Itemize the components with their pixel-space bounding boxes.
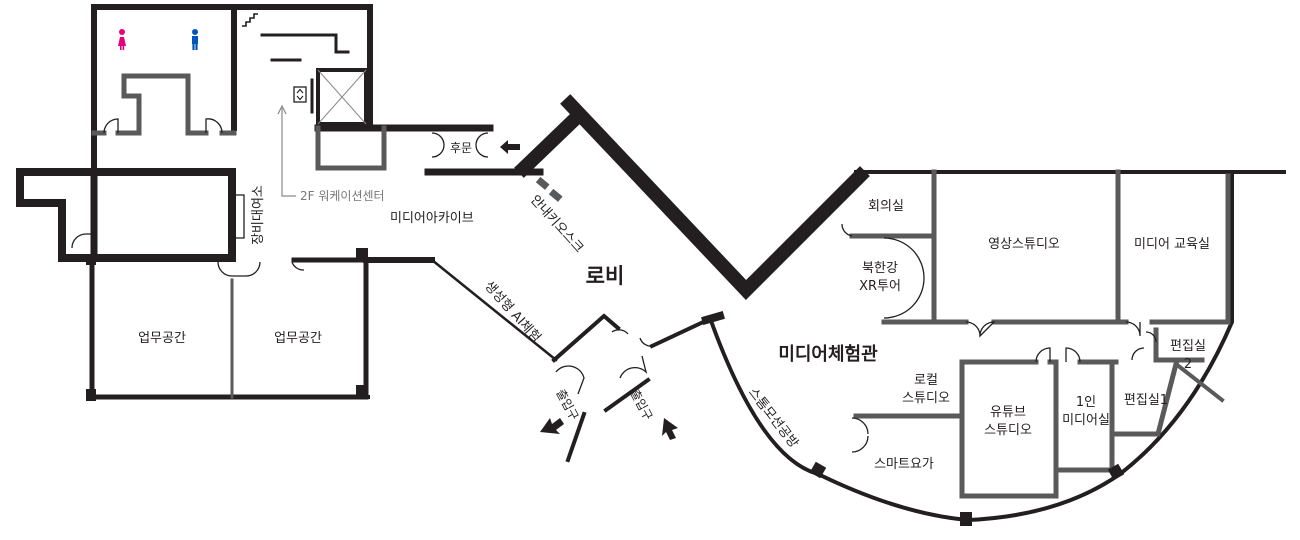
lobby-walls (363, 94, 870, 463)
entrance-right-arrow-icon (662, 418, 678, 440)
solo-media-label-line2: 미디어실 (1062, 413, 1110, 428)
youtube-studio-label-line2: 스튜디오 (984, 423, 1032, 438)
equipment-rental-door (71, 194, 245, 249)
smart-yoga-label: 스마트요가 (874, 457, 934, 472)
entrance-left-label: 출입구 (553, 387, 581, 423)
restroom-interior (91, 73, 237, 136)
media-archive-label: 미디어아카이브 (390, 211, 474, 226)
media-hall-label: 미디어체험관 (778, 343, 878, 365)
back-door-label: 후문 (450, 141, 472, 155)
entrance-right-label: 출입구 (627, 387, 655, 423)
office-right-label: 업무공간 (274, 331, 322, 346)
meeting-room-label: 회의실 (868, 199, 904, 214)
office-left-label: 업무공간 (138, 331, 186, 346)
edit-room2-label-line2: 2 (1184, 357, 1192, 372)
stair-2f-label: 2F 워케이션센터 (300, 189, 385, 203)
stair-arrow (277, 104, 296, 197)
elevator-icon (293, 86, 307, 103)
female-restroom-icon (118, 29, 126, 50)
solo-media-label-line1: 1인 (1076, 395, 1096, 410)
youtube-studio-label-line1: 유튜브 (990, 405, 1026, 420)
info-kiosk-label: 안내키오스크 (527, 193, 586, 256)
local-studio-label-line1: 로컬 (914, 373, 938, 388)
edit-room1-label: 편집실1 (1124, 393, 1168, 408)
stairs-icon (242, 13, 258, 27)
xr-tour-label-line1: 북한강 (862, 261, 898, 276)
media-hall-walls (701, 169, 1286, 526)
back-door-arrow-icon (500, 140, 520, 154)
equipment-rental-label: 장비대여소 (251, 185, 266, 245)
entrance-left-arrow-icon (540, 418, 564, 434)
video-studio-label: 영상스튜디오 (988, 237, 1060, 252)
office-partitions (86, 248, 368, 401)
ai-experience-label: 생성형 AI체험 (481, 279, 543, 346)
stair-core (260, 33, 368, 126)
edit-room2-label-line1: 편집실 (1170, 339, 1206, 354)
lobby-label: 로비 (586, 264, 625, 288)
media-classroom-label: 미디어 교육실 (1134, 237, 1210, 252)
xr-tour-label-line2: XR투어 (859, 279, 901, 294)
info-kiosk-icon (535, 176, 563, 202)
male-restroom-icon (192, 29, 198, 50)
local-studio-label-line2: 스튜디오 (902, 391, 950, 406)
